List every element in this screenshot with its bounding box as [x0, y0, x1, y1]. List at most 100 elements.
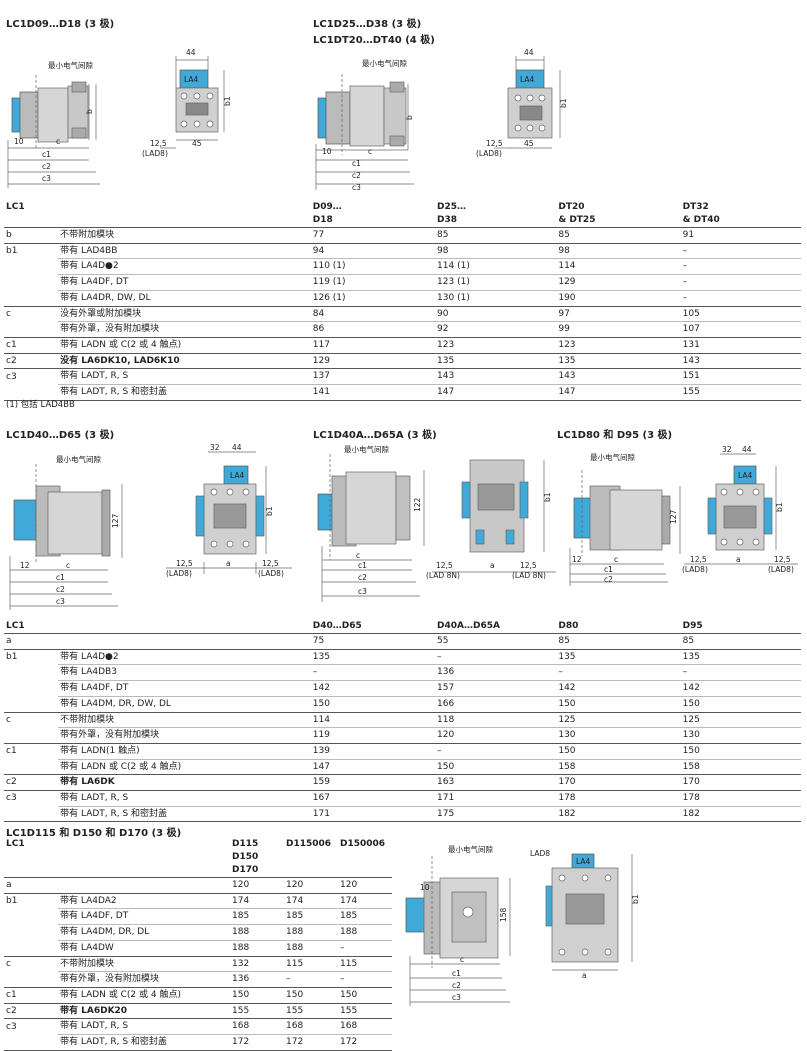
row-value: – [680, 258, 801, 275]
row-group [4, 665, 58, 681]
header-cell [284, 851, 338, 864]
row-value: 188 [284, 924, 338, 941]
row-value: – [435, 648, 557, 665]
row-value: 150 [310, 695, 436, 713]
row-value: 129 [310, 352, 436, 369]
row-label: 带有 LA4DA2 [58, 892, 230, 909]
row-value: 85 [556, 227, 681, 244]
row-value: 120 [338, 877, 392, 894]
row-value: – [338, 939, 392, 957]
row-label: 带有外罩，没有附加模块 [58, 727, 311, 744]
dimension-label: LA4 [184, 75, 198, 84]
table-row: 带有 LA4DB3–136–– [4, 664, 801, 681]
row-value: 115 [284, 955, 338, 972]
header-cell: & DT25 [558, 215, 596, 225]
dimension-label: (LAD8) [258, 569, 284, 578]
dimension-label: c3 [452, 993, 461, 1002]
dimension-label: 122 [413, 497, 422, 512]
dimension-label: b1 [265, 506, 274, 516]
dimension-label: (LAD8) [142, 149, 168, 158]
row-value: 182 [556, 805, 681, 823]
row-label: 带有 LA4DB3 [58, 664, 311, 681]
row-value: 185 [338, 908, 392, 925]
row-group [4, 290, 58, 306]
header-cell: D115006 [286, 839, 332, 849]
row-value: 172 [284, 1034, 338, 1051]
header-cell: LC1 [6, 839, 25, 849]
row-group [4, 940, 58, 956]
row-group: c1 [4, 742, 59, 760]
row-group [4, 909, 58, 925]
row-value: 90 [435, 305, 557, 322]
row-value: 115 [338, 955, 392, 972]
header-cell: DT32 [682, 202, 709, 212]
row-value: 119 (1) [310, 274, 436, 291]
dimension-label: (LAD 8N) [512, 571, 546, 580]
row-value: 168 [284, 1018, 338, 1035]
dimension-label: 45 [524, 139, 534, 148]
row-value: 85 [556, 633, 681, 650]
dimension-label: (LAD8) [768, 565, 794, 574]
dimension-label: a [226, 559, 231, 568]
row-group: c [4, 711, 59, 728]
row-label: 带有外罩，没有附加模块 [58, 971, 230, 988]
dimension-label: a [736, 555, 741, 564]
row-value: 178 [556, 790, 681, 807]
row-label: 带有 LA4DF, DT [58, 274, 311, 291]
row-label: 不带附加模块 [58, 711, 311, 728]
section3-drawings: 最小电气间隙 158 10 c c1 c2 c3 LAD8 LA4 b1 a [405, 844, 640, 1006]
dimension-label: c2 [42, 162, 51, 171]
row-value: 150 [338, 986, 392, 1004]
row-value: 135 [556, 352, 681, 369]
dimension-label: c1 [358, 561, 367, 570]
dimension-label: 12,5 [262, 559, 279, 568]
row-value: 125 [680, 711, 801, 728]
row-group [4, 384, 59, 401]
row-group: c [4, 955, 58, 972]
row-value: 158 [680, 758, 801, 775]
row-label: 带有 LA4DF, DT [58, 680, 311, 697]
row-value: 142 [556, 680, 681, 697]
row-value: 155 [338, 1002, 392, 1019]
row-value: 150 [435, 758, 557, 775]
row-value: 147 [310, 758, 436, 775]
dimension-label: b [85, 109, 94, 114]
row-value: 150 [680, 742, 801, 760]
row-value: 158 [556, 758, 681, 775]
row-value: 125 [556, 711, 681, 728]
row-value: 135 [680, 648, 801, 665]
dimension-label: 最小电气间隙 [344, 444, 389, 454]
dimension-label: LA4 [738, 471, 752, 480]
row-value: – [556, 664, 681, 681]
dimension-label: c2 [352, 171, 361, 180]
section1-drawings: 最小电气间隙 10 c c1 c2 c3 b 44 LA4 b1 12,5 (L… [7, 48, 568, 192]
row-group [4, 806, 59, 823]
dimension-label: c [356, 551, 360, 560]
dimension-label: 44 [186, 48, 196, 57]
row-label: 带有 LA4DM, DR, DW, DL [58, 695, 311, 713]
row-value: 135 [435, 352, 557, 369]
row-value: 168 [338, 1018, 392, 1035]
row-value: 107 [680, 321, 801, 338]
row-value: 130 (1) [435, 289, 557, 307]
dimension-label: 12 [572, 555, 582, 564]
dimension-label: c2 [358, 573, 367, 582]
row-value: 147 [435, 384, 557, 401]
dimension-label: (LAD 8N) [426, 571, 460, 580]
dimension-label: b1 [223, 96, 232, 106]
row-value: 174 [284, 892, 338, 909]
row-value: 155 [284, 1002, 338, 1019]
row-label: 带有 LA4DW [58, 939, 230, 957]
